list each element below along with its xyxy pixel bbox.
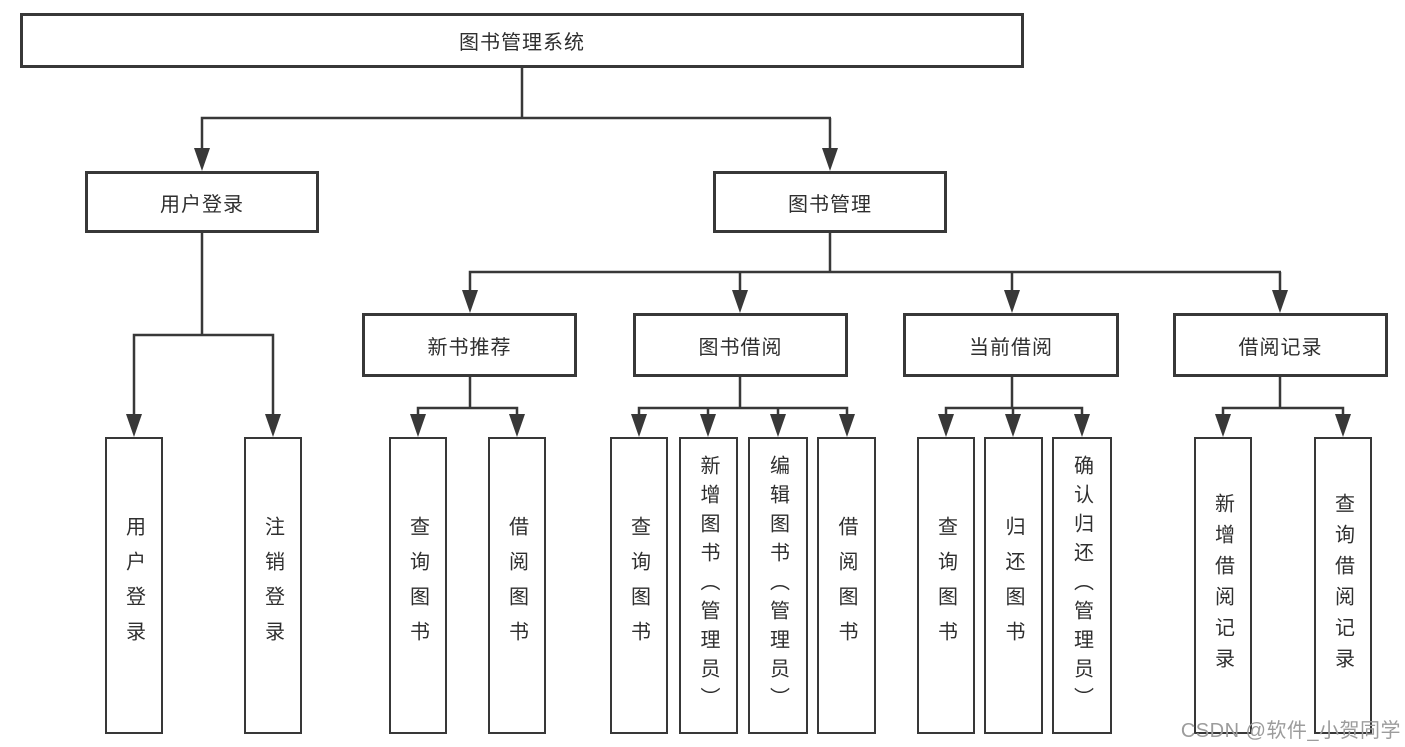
node-label: 借阅图书 [505, 515, 528, 656]
node-label: 图书管理 [788, 193, 872, 216]
leaf-return-book: 归还图书 [984, 437, 1043, 734]
node-label: 新书推荐 [427, 336, 512, 359]
node-label: 图书借阅 [698, 336, 783, 359]
connector-current-borrow-children [944, 377, 1084, 416]
leaf-confirm-return-admin: 确认归还（管理员） [1052, 437, 1112, 734]
csdn-watermark: CSDN @软件_小贺同学 [1180, 720, 1401, 742]
arrowhead [1004, 290, 1020, 313]
node-label: 借阅图书 [835, 515, 857, 656]
connector-book-borrow-children [637, 377, 849, 416]
arrowhead [194, 148, 210, 171]
arrowhead [126, 414, 142, 437]
leaf-query-book-2: 查询图书 [610, 437, 668, 734]
connector-root-to-level2 [200, 68, 832, 150]
node-library-management-system: 图书管理系统 [20, 13, 1024, 68]
leaf-logout: 注销登录 [244, 437, 302, 734]
node-label: 查询图书 [934, 515, 957, 656]
node-book-borrow: 图书借阅 [633, 313, 848, 377]
connector-book-mgmt-children [468, 233, 1282, 292]
node-borrow-record: 借阅记录 [1173, 313, 1388, 377]
node-user-login: 用户登录 [85, 171, 319, 233]
arrowhead [410, 414, 426, 437]
node-current-borrow: 当前借阅 [903, 313, 1119, 377]
connector-borrow-record-children [1221, 377, 1345, 416]
node-label: 用户登录 [160, 193, 244, 216]
node-new-book-recommend: 新书推荐 [362, 313, 577, 377]
node-label: 用户登录 [122, 515, 145, 656]
node-label: 新增图书（管理员） [697, 455, 719, 716]
arrowhead [1272, 290, 1288, 313]
arrowhead [509, 414, 525, 437]
leaf-borrow-book-2: 借阅图书 [817, 437, 876, 734]
arrowhead [462, 290, 478, 313]
leaf-user-login: 用户登录 [105, 437, 163, 734]
arrowhead [631, 414, 647, 437]
leaf-add-book-admin: 新增图书（管理员） [679, 437, 738, 734]
node-label: 编辑图书（管理员） [766, 455, 789, 716]
arrowhead [1074, 414, 1090, 437]
leaf-borrow-book-1: 借阅图书 [488, 437, 546, 734]
node-label: 注销登录 [261, 515, 284, 656]
node-label: 归还图书 [1002, 515, 1024, 656]
node-label: 查询图书 [627, 515, 650, 656]
arrowhead [732, 290, 748, 313]
node-label: 查询图书 [406, 515, 429, 656]
leaf-edit-book-admin: 编辑图书（管理员） [748, 437, 808, 734]
arrowhead [700, 414, 716, 437]
connector-user-login-children [132, 233, 275, 416]
node-label: 当前借阅 [969, 336, 1053, 359]
arrowhead [1335, 414, 1351, 437]
arrowhead [839, 414, 855, 437]
node-label: 查询借阅记录 [1331, 492, 1354, 679]
leaf-query-book-3: 查询图书 [917, 437, 975, 734]
node-label: 新增借阅记录 [1211, 492, 1234, 679]
arrowhead [1215, 414, 1231, 437]
leaf-query-book-1: 查询图书 [389, 437, 447, 734]
node-label: 确认归还（管理员） [1070, 455, 1093, 716]
arrowhead [770, 414, 786, 437]
arrowhead [1005, 414, 1021, 437]
arrowhead [938, 414, 954, 437]
arrowhead [822, 148, 838, 171]
arrowhead [265, 414, 281, 437]
node-book-management: 图书管理 [713, 171, 947, 233]
node-label: 借阅记录 [1238, 336, 1323, 359]
leaf-query-borrow-record: 查询借阅记录 [1314, 437, 1372, 734]
leaf-add-borrow-record: 新增借阅记录 [1194, 437, 1252, 734]
connector-new-book-children [416, 377, 519, 416]
node-label: 图书管理系统 [459, 32, 585, 54]
